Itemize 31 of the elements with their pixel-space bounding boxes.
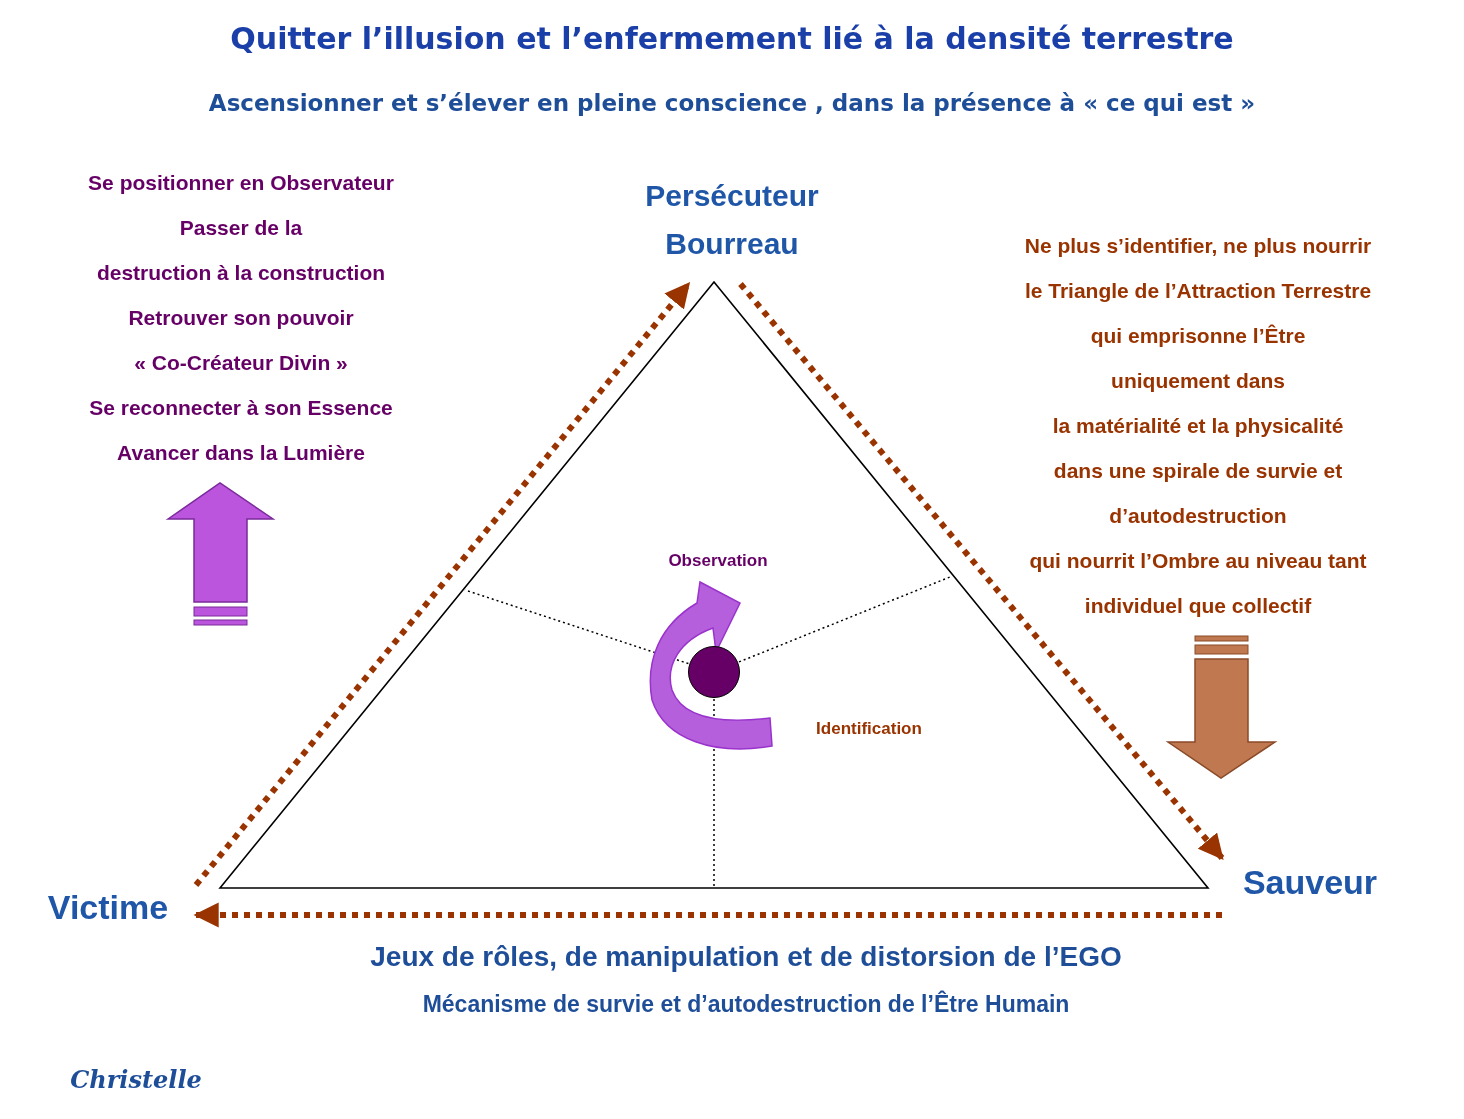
text-line: Ne plus s’identifier, ne plus nourrir xyxy=(1024,234,1372,258)
text-line: Retrouver son pouvoir xyxy=(128,306,354,330)
text-line: la matérialité et la physicalité xyxy=(1052,414,1344,438)
text-line: destruction à la construction xyxy=(96,261,386,285)
role-label: Bourreau xyxy=(665,227,799,261)
text-line: Se positionner en Observateur xyxy=(88,171,394,195)
subtitle: Ascensionner et s’élever en pleine conscience , dans la présence à « ce qui est » xyxy=(208,90,1256,116)
title: Quitter l’illusion et l’enfermement lié à la densité terrestre xyxy=(230,20,1234,56)
text-line: individuel que collectif xyxy=(1084,594,1312,618)
text-line: dans une spirale de survie et xyxy=(1053,459,1343,483)
dotted-arrow xyxy=(193,282,691,887)
text-line: qui nourrit l’Ombre au niveau tant xyxy=(1029,549,1367,573)
text-line: « Co-Créateur Divin » xyxy=(134,351,348,375)
dotted-arrow xyxy=(738,282,1225,860)
text-line: Se reconnecter à son Essence xyxy=(89,396,393,420)
identification-label: Identification xyxy=(816,719,922,739)
text-line: Passer de la xyxy=(179,216,303,240)
dotted-arrow xyxy=(193,902,1222,928)
text-line: qui emprisonne l’Être xyxy=(1090,324,1306,348)
role-label: Victime xyxy=(47,887,169,927)
text-line: uniquement dans xyxy=(1111,369,1285,393)
text-line: Avancer dans la Lumière xyxy=(117,441,365,465)
text-line: le Triangle de l’Attraction Terrestre xyxy=(1024,279,1372,303)
caption-line: Jeux de rôles, de manipulation et de distorsion de l’EGO xyxy=(370,941,1122,973)
signature: Christelle xyxy=(70,1064,202,1094)
observation-label: Observation xyxy=(668,551,768,571)
caption-line: Mécanisme de survie et d’autodestruction de l’Être Humain xyxy=(422,990,1070,1018)
role-label: Persécuteur xyxy=(645,179,819,213)
text-line: d’autodestruction xyxy=(1109,504,1287,528)
center-circle xyxy=(688,646,740,698)
role-label: Sauveur xyxy=(1242,862,1378,902)
